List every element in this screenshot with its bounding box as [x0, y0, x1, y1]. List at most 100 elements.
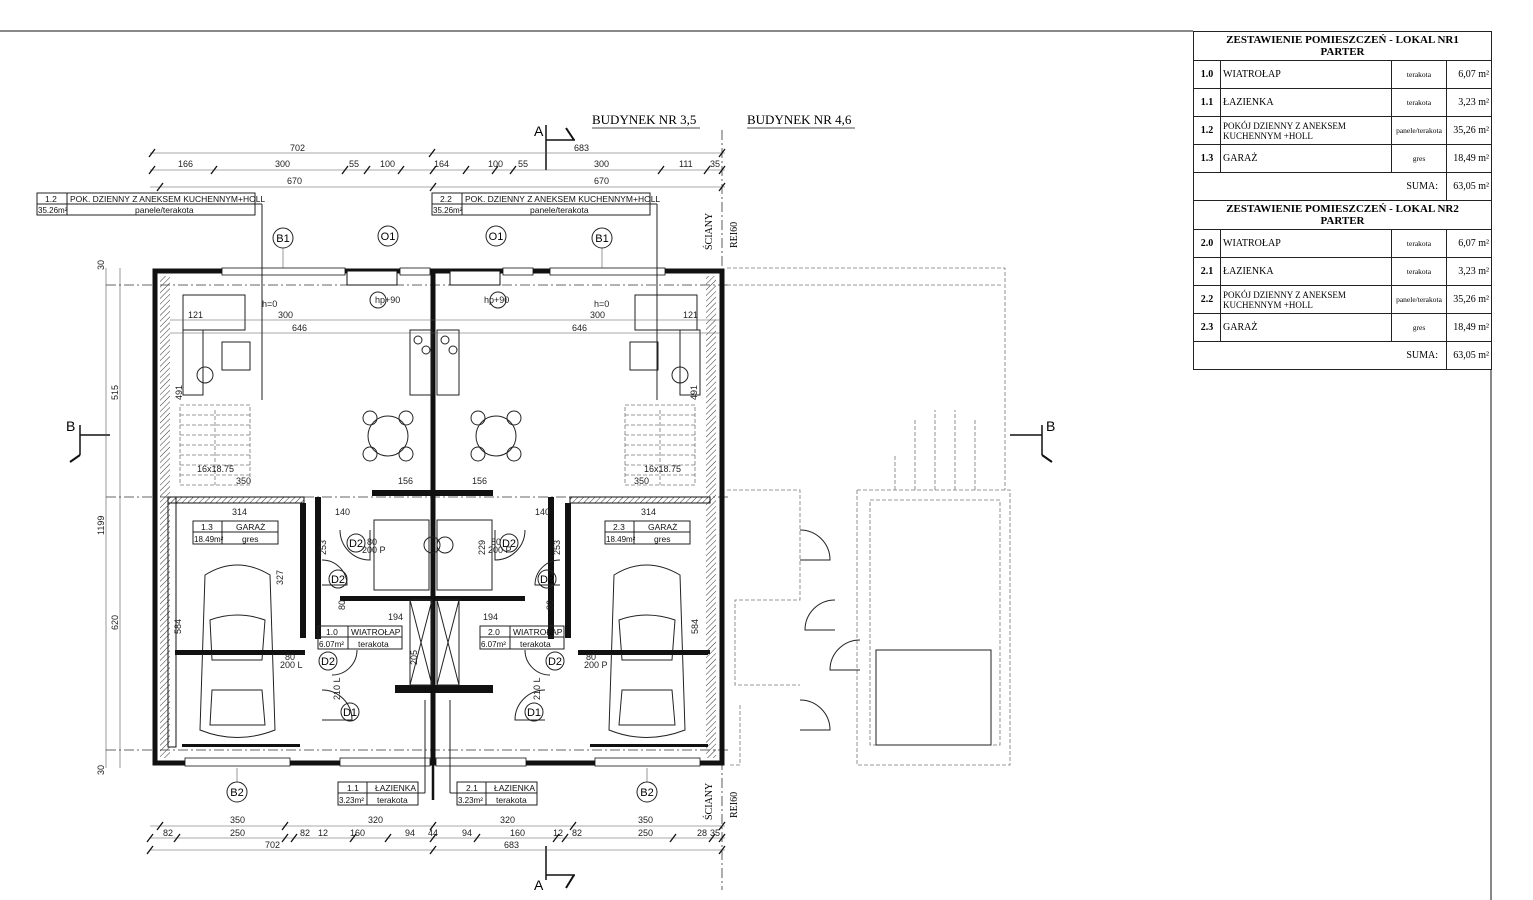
svg-text:A: A: [534, 123, 544, 139]
svg-text:B: B: [1046, 418, 1055, 434]
svg-text:80: 80: [285, 652, 295, 662]
svg-text:2.0: 2.0: [488, 627, 500, 637]
svg-text:646: 646: [292, 323, 307, 333]
garage-doors: [178, 650, 710, 747]
svg-text:250: 250: [230, 828, 245, 838]
svg-text:35: 35: [710, 828, 720, 838]
svg-text:253: 253: [318, 540, 328, 555]
symbol-o1-left: O1: [377, 225, 399, 247]
svg-text:ŁAZIENKA: ŁAZIENKA: [494, 783, 535, 793]
svg-text:2.3: 2.3: [613, 522, 625, 532]
walls-unit-1: [152, 268, 436, 766]
walls-unit-2: [430, 268, 725, 766]
sum-row: SUMA:63,05 m²: [1193, 172, 1492, 201]
svg-text:670: 670: [594, 176, 609, 186]
svg-text:D2: D2: [502, 538, 516, 550]
svg-text:350: 350: [638, 815, 653, 825]
svg-text:1199: 1199: [96, 516, 106, 535]
svg-text:1.0: 1.0: [326, 627, 338, 637]
svg-text:terakota: terakota: [377, 795, 408, 805]
svg-text:B: B: [66, 418, 75, 434]
svg-text:160: 160: [510, 828, 525, 838]
section-marker-b-left: B: [66, 418, 110, 463]
svg-text:A: A: [534, 877, 544, 893]
svg-text:121: 121: [188, 310, 203, 320]
svg-text:3.23m²: 3.23m²: [458, 796, 483, 805]
svg-text:94: 94: [462, 828, 472, 838]
svg-text:B2: B2: [640, 787, 653, 799]
svg-text:35.26m²: 35.26m²: [38, 206, 68, 215]
svg-text:314: 314: [232, 507, 247, 517]
svg-text:229: 229: [477, 540, 487, 555]
svg-text:28: 28: [697, 828, 707, 838]
svg-text:156: 156: [398, 476, 413, 486]
section-marker-b-right: B: [1010, 418, 1055, 463]
svg-text:584: 584: [173, 619, 183, 634]
svg-text:18.49m²: 18.49m²: [606, 535, 636, 544]
svg-text:250: 250: [638, 828, 653, 838]
symbol-d1-left: D1: [340, 702, 360, 722]
svg-text:80: 80: [491, 537, 501, 547]
svg-text:h=0: h=0: [594, 299, 609, 309]
dimensions-top: 702 683 166 300 55 100 164 100 55 300 11…: [148, 143, 726, 192]
svg-text:ŚCIANY: ŚCIANY: [703, 213, 715, 250]
svg-text:B2: B2: [230, 787, 243, 799]
svg-text:702: 702: [265, 840, 280, 850]
svg-text:WIATROŁAP: WIATROŁAP: [513, 627, 563, 637]
svg-text:30: 30: [96, 765, 106, 775]
svg-text:55: 55: [349, 159, 359, 169]
svg-text:ŚCIANY: ŚCIANY: [703, 783, 715, 820]
svg-text:320: 320: [500, 815, 515, 825]
svg-text:121: 121: [683, 310, 698, 320]
svg-text:55: 55: [518, 159, 528, 169]
section-marker-a-top: A: [534, 123, 575, 170]
dimensions-left: 30 515 1199 620 30: [96, 260, 730, 775]
svg-text:16x18.75: 16x18.75: [644, 464, 681, 474]
svg-text:terakota: terakota: [358, 639, 389, 649]
svg-text:350: 350: [236, 476, 251, 486]
svg-text:491: 491: [689, 385, 699, 400]
svg-text:1.3: 1.3: [201, 522, 213, 532]
svg-text:12: 12: [553, 828, 563, 838]
svg-text:205: 205: [409, 650, 419, 665]
svg-text:210 L: 210 L: [332, 677, 342, 700]
svg-text:702: 702: [290, 143, 305, 153]
furniture: [182, 291, 701, 686]
svg-text:35: 35: [710, 159, 720, 169]
svg-text:B1: B1: [276, 233, 289, 245]
symbol-d2-3: D2: [328, 569, 348, 589]
svg-text:300: 300: [590, 310, 605, 320]
svg-text:6.07m²: 6.07m²: [319, 640, 344, 649]
svg-text:491: 491: [174, 385, 184, 400]
svg-text:194: 194: [483, 612, 498, 622]
svg-text:POK. DZIENNY Z ANEKSEM KUCHENN: POK. DZIENNY Z ANEKSEM KUCHENNYM+HOLL: [465, 194, 660, 204]
svg-text:D2: D2: [321, 656, 335, 668]
svg-text:100: 100: [380, 159, 395, 169]
svg-text:D1: D1: [343, 707, 357, 719]
svg-text:100: 100: [488, 159, 503, 169]
svg-text:210 L: 210 L: [532, 677, 542, 700]
symbol-o1-right: O1: [485, 225, 507, 247]
svg-text:200 P: 200 P: [488, 545, 512, 555]
window-symbols: B1 O1 O1 B1 B2 B2 D2 D2 D2 D2 D2 D2 D1 D…: [226, 225, 658, 803]
svg-text:O1: O1: [381, 231, 396, 243]
door-swings: [321, 529, 561, 721]
svg-text:GARAŻ: GARAŻ: [236, 522, 265, 532]
svg-text:POK. DZIENNY Z ANEKSEM KUCHENN: POK. DZIENNY Z ANEKSEM KUCHENNYM+HOLL: [70, 194, 265, 204]
svg-text:hp+90: hp+90: [484, 295, 509, 305]
symbol-d2-6: D2: [545, 651, 565, 671]
svg-text:164: 164: [434, 159, 449, 169]
svg-text:320: 320: [368, 815, 383, 825]
svg-text:h=0: h=0: [262, 299, 277, 309]
symbol-d1-right: D1: [524, 702, 544, 722]
fire-wall-note-top: ŚCIANY REI60: [703, 213, 740, 250]
